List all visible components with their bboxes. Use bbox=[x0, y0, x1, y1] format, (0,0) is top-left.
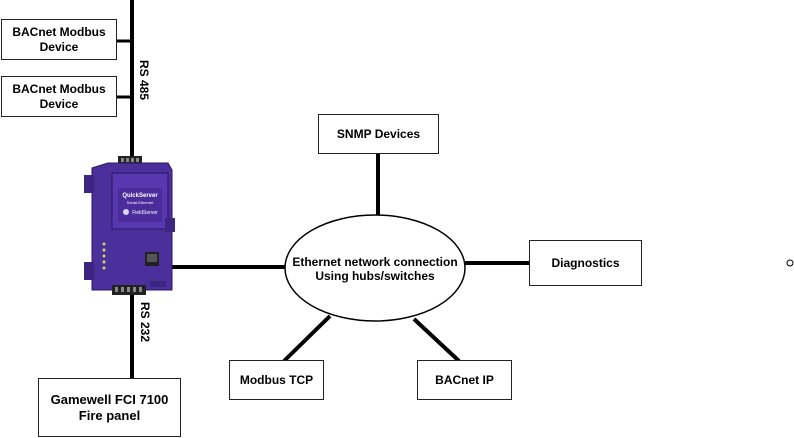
rs232-label: RS 232 bbox=[138, 302, 152, 342]
brand-logo-icon bbox=[123, 209, 129, 215]
snmp-devices-label: SNMP Devices bbox=[336, 126, 421, 141]
ethernet-hub-line1: Ethernet network connection bbox=[292, 255, 458, 269]
ethernet-hub-line2: Using hubs/switches bbox=[315, 269, 435, 284]
device-subtitle-text: Serial-Ethernet bbox=[127, 200, 155, 205]
bacnet-modbus-device-box-1: BACnet Modbus Device bbox=[1, 19, 117, 60]
fire-panel-box: Gamewell FCI 7100 Fire panel bbox=[38, 378, 181, 437]
quickserver-device: QuickServer Serial-Ethernet FieldServer bbox=[84, 156, 175, 295]
bacnet-ip-link-line bbox=[412, 317, 461, 363]
fire-panel-label: Gamewell FCI 7100 Fire panel bbox=[50, 391, 169, 423]
status-leds bbox=[102, 242, 106, 270]
bacnet-ip-box: BACnet IP bbox=[417, 360, 512, 400]
device-brand-text: FieldServer bbox=[132, 210, 158, 216]
bacnet-modbus-device-label-1: BACnet Modbus Device bbox=[12, 25, 106, 54]
modbus-tcp-label: Modbus TCP bbox=[239, 372, 314, 387]
bacnet-ip-label: BACnet IP bbox=[435, 372, 494, 387]
rs485-label: RS 485 bbox=[137, 60, 151, 100]
modbus-tcp-link-line bbox=[282, 314, 332, 363]
bacnet-modbus-device-label-2: BACnet Modbus Device bbox=[12, 82, 106, 111]
bacnet-modbus-device-box-2: BACnet Modbus Device bbox=[1, 76, 117, 117]
snmp-devices-box: SNMP Devices bbox=[318, 114, 439, 154]
diagnostics-label: Diagnostics bbox=[551, 255, 620, 270]
diagnostics-box: Diagnostics bbox=[529, 240, 642, 286]
device-name-text: QuickServer bbox=[122, 193, 158, 199]
marker-circle-icon bbox=[786, 259, 794, 267]
ethernet-hub-label: Ethernet network connection Using hubs/s… bbox=[286, 255, 464, 284]
modbus-tcp-box: Modbus TCP bbox=[229, 360, 324, 400]
ethernet-hub-ellipse bbox=[284, 214, 466, 322]
